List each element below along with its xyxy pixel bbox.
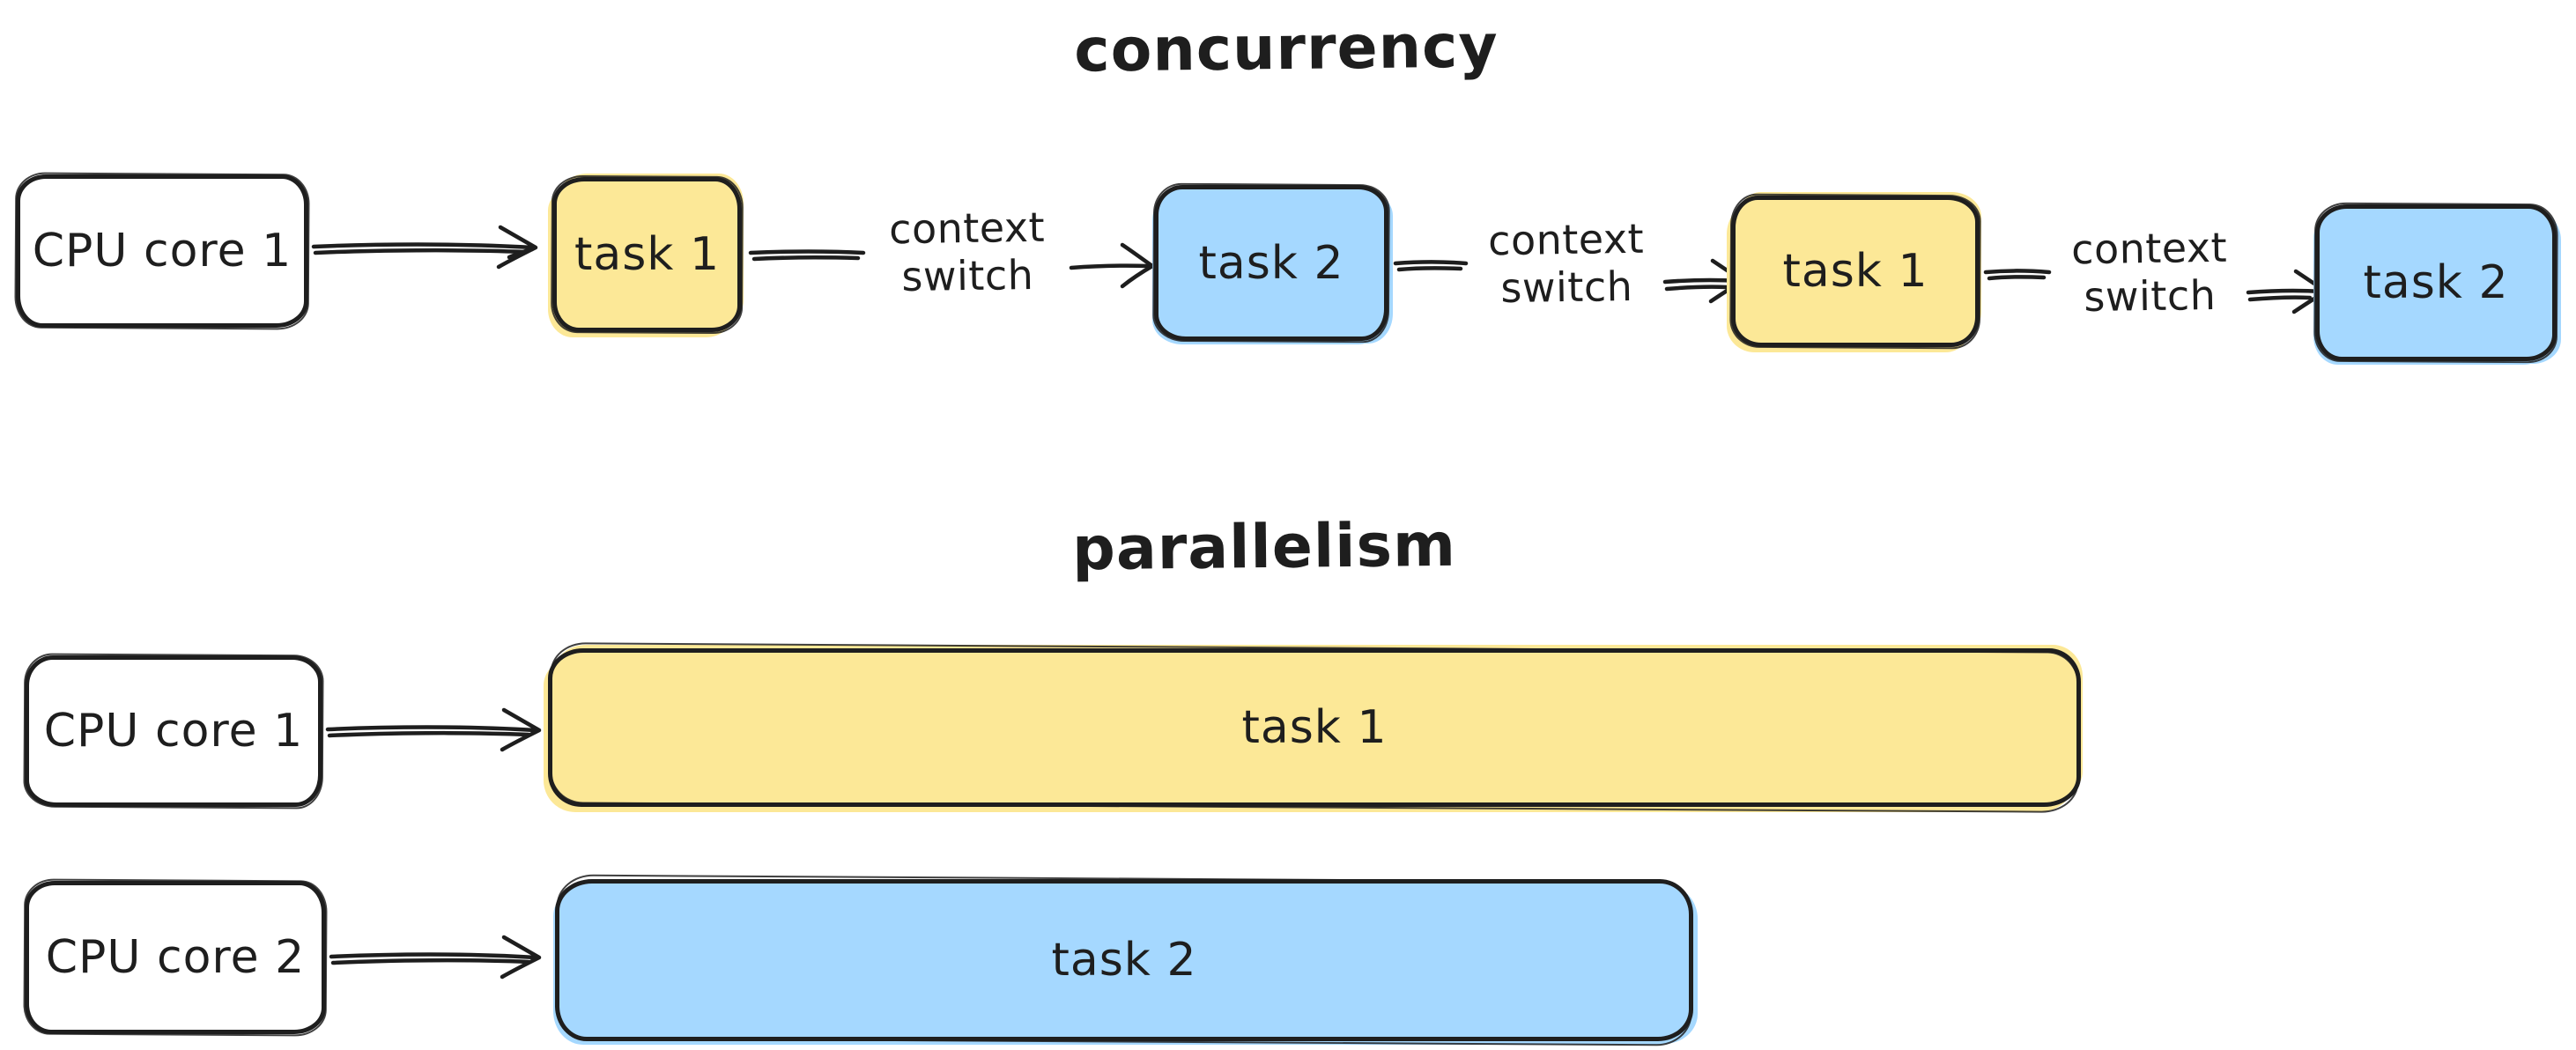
- cpu-core-label: CPU core 2: [45, 931, 306, 984]
- context-switch-label-3: context switch: [2070, 223, 2228, 322]
- parallelism-task-bar-1: task 1: [548, 648, 2081, 807]
- concurrency-task-box-4: task 2: [2315, 204, 2557, 361]
- parallelism-cpu-core-box-2: CPU core 2: [25, 881, 326, 1034]
- concurrency-task-box-3: task 1: [1731, 196, 1980, 347]
- concurrency-cpu-core-box: CPU core 1: [16, 174, 308, 328]
- arrow-cpu2-to-bar-icon: [329, 935, 542, 980]
- parallelism-task-bar-2: task 2: [555, 879, 1693, 1041]
- task-label: task 2: [2363, 256, 2509, 309]
- task-label: task 2: [1198, 236, 1344, 290]
- connector1-line-icon: [748, 249, 866, 262]
- parallelism-cpu-core-box-1: CPU core 1: [25, 655, 322, 807]
- arrow-cpu1-to-bar-icon: [325, 707, 542, 752]
- task-label: task 2: [1051, 934, 1197, 987]
- parallelism-title: parallelism: [1071, 510, 1457, 585]
- arrow-cpu-to-task1-icon: [311, 225, 538, 270]
- task-label: task 1: [1241, 701, 1388, 754]
- cpu-core-label: CPU core 1: [43, 705, 304, 758]
- connector3-line-icon: [1983, 269, 2052, 281]
- context-switch-label-2: context switch: [1487, 214, 1645, 313]
- concurrency-task-box-1: task 1: [552, 177, 742, 332]
- concurrency-title: concurrency: [1073, 11, 1499, 86]
- connector1-arrowhead-icon: [1069, 242, 1155, 289]
- task-label: task 1: [1782, 245, 1928, 298]
- cpu-core-label: CPU core 1: [32, 225, 292, 277]
- concurrency-task-box-2: task 2: [1154, 185, 1388, 341]
- task-label: task 1: [574, 228, 721, 281]
- context-switch-label-1: context switch: [888, 203, 1046, 301]
- connector2-line-icon: [1393, 260, 1469, 272]
